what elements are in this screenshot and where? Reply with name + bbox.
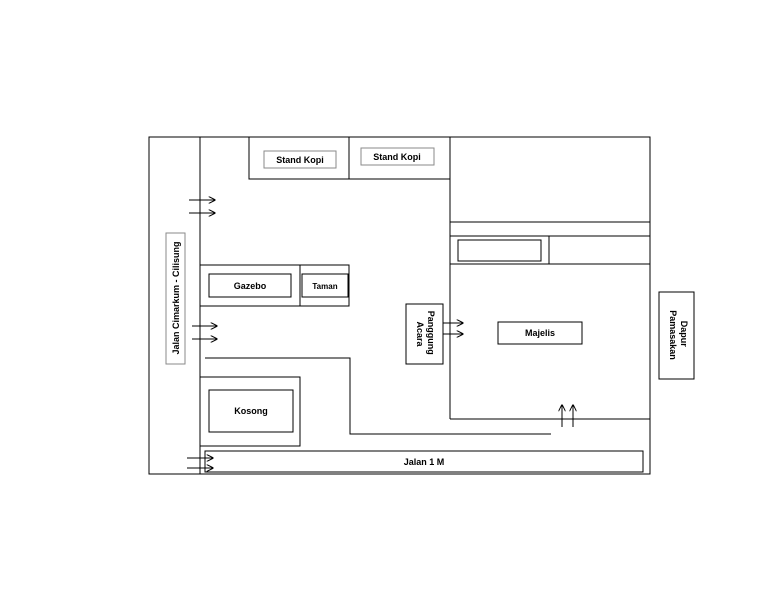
dapur-label-line-1: Dapur bbox=[679, 321, 689, 348]
stand-kopi-1-label: Stand Kopi bbox=[276, 155, 324, 165]
kosong-label: Kosong bbox=[234, 406, 268, 416]
road-left: Jalan Cimarkum - Cilisung bbox=[165, 232, 186, 365]
stand-kopi-1-box bbox=[263, 150, 337, 169]
taman-box bbox=[301, 273, 349, 298]
jalan-1m-box bbox=[204, 450, 644, 473]
taman-area bbox=[299, 264, 350, 307]
jalan-1m-label: Jalan 1 M bbox=[404, 457, 445, 467]
stand-kopi-area bbox=[248, 137, 450, 180]
panggung-label-line-2: Acara bbox=[415, 321, 425, 347]
majelis-box bbox=[497, 321, 583, 345]
stand-kopi-2-box bbox=[360, 147, 435, 166]
road-left-label: Jalan Cimarkum - Cilisung bbox=[171, 241, 181, 354]
empty-room-box bbox=[457, 239, 542, 262]
panggung-label-line-1: Panggung bbox=[426, 311, 436, 355]
dapur-pamasakan-box bbox=[658, 291, 695, 380]
taman-label: Taman bbox=[312, 282, 337, 291]
majelis-label: Majelis bbox=[525, 328, 555, 338]
stand-kopi-2-label: Stand Kopi bbox=[373, 152, 421, 162]
dapur-label-line-2: Pamasakan bbox=[668, 310, 678, 360]
panggung-acara-box bbox=[405, 303, 444, 365]
pathway-line bbox=[205, 357, 551, 435]
kosong-box bbox=[208, 389, 294, 433]
panggung-acara-label: Panggung Acara bbox=[415, 311, 436, 358]
gazebo-box bbox=[208, 273, 292, 298]
site-boundary bbox=[148, 136, 651, 475]
dapur-pamasakan-label: Dapur Pamasakan bbox=[668, 310, 689, 360]
kosong-area bbox=[199, 376, 301, 447]
gazebo-label: Gazebo bbox=[234, 281, 267, 291]
road-left-label-box bbox=[165, 232, 186, 365]
